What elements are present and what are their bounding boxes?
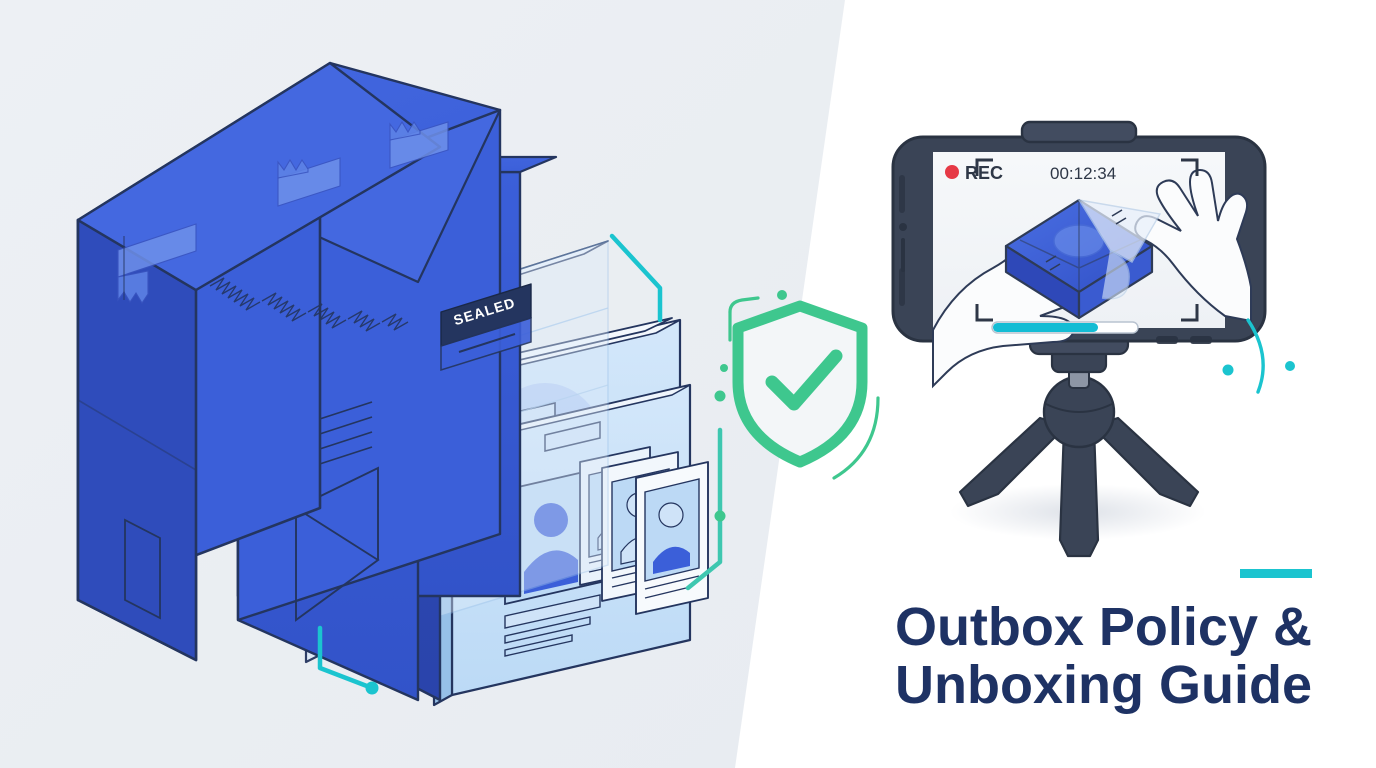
rec-dot-icon (945, 165, 959, 179)
green-dot-shield-left (720, 364, 728, 372)
packaging-illustration: SEALED (76, 61, 726, 707)
title-accent-bar (1240, 569, 1312, 578)
recording-progress-bar (991, 321, 1139, 334)
phone-camera-dot (899, 223, 907, 231)
phone-viewfinder: REC 00:12:34 (932, 152, 1252, 389)
phone-side-button-upper (899, 175, 905, 213)
phone-top-mount (1020, 120, 1138, 144)
green-dot-shield-upper (777, 290, 787, 300)
phone-side-button-lower (899, 268, 905, 306)
teal-dot-phone-upper-right (1285, 361, 1295, 371)
packaging-layer-outer-shipping-box (76, 61, 502, 662)
shield-check-icon (720, 290, 880, 480)
teal-dot-phone-right (1222, 364, 1234, 376)
teal-arc-phone-right (1246, 318, 1265, 394)
rec-timecode: 00:12:34 (1050, 164, 1116, 183)
teal-bracket-upper-left (609, 233, 663, 323)
teal-bracket-lower-left (317, 625, 375, 691)
shield-arc-accent (832, 396, 880, 480)
tripod-stand (958, 328, 1200, 558)
viewfinder-frame-brackets (975, 158, 1199, 322)
teal-bracket-right (685, 427, 723, 591)
page-title-line1: Outbox Policy & (895, 597, 1312, 657)
page-title-line2: Unboxing Guide (895, 655, 1312, 715)
teal-dot-right-upper (714, 390, 726, 402)
viewfinder-scene-hands-unboxing (932, 168, 1252, 389)
shield-checkmark-icon (765, 349, 843, 411)
phone-on-tripod: REC 00:12:34 (891, 120, 1295, 558)
recording-progress-fill (993, 323, 1098, 332)
title-block: Outbox Policy & Unboxing Guide (895, 569, 1312, 715)
teal-dot-right-lower (714, 510, 726, 522)
phone-speaker-slot (901, 238, 905, 272)
teal-dot-lower-left (365, 681, 379, 695)
rec-label: REC (965, 163, 1003, 183)
